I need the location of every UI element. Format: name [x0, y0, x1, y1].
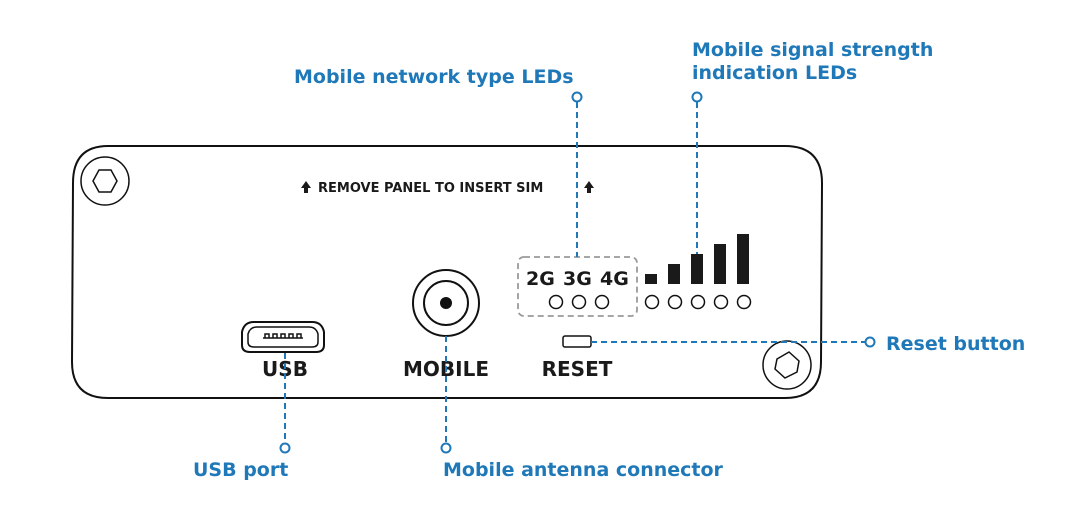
signal-led-3 [690, 294, 706, 310]
signal-led-2 [667, 294, 683, 310]
signal-bar-3 [691, 254, 703, 284]
sim-notice-text: REMOVE PANEL TO INSERT SIM [318, 181, 543, 196]
arrow-up-icon [301, 181, 311, 193]
reset-button[interactable] [562, 335, 592, 348]
network-led-4g [594, 294, 610, 310]
signal-bar-2 [668, 264, 680, 284]
signal-bar-4 [714, 244, 726, 284]
callout-signal-strength: Mobile signal strength indication LEDs [691, 39, 933, 254]
callout-signal-strength-line1: Mobile signal strength [692, 39, 933, 61]
network-type-4g: 4G [600, 268, 629, 290]
screw-bottom-right-icon [762, 340, 812, 390]
network-type-3g: 3G [563, 268, 592, 290]
panel-outline [70, 145, 824, 399]
callout-antenna: Mobile antenna connector [440, 336, 724, 481]
signal-bar-1 [645, 274, 657, 284]
callout-network-type: Mobile network type LEDs [294, 66, 583, 257]
usb-port-icon [241, 321, 325, 353]
callout-usb-port-text: USB port [193, 459, 288, 481]
arrow-up-icon [584, 181, 594, 193]
signal-led-4 [713, 294, 729, 310]
sim-notice: REMOVE PANEL TO INSERT SIM [301, 181, 594, 196]
network-led-2g [548, 294, 564, 310]
signal-strength-indicator [644, 234, 752, 310]
callout-network-type-text: Mobile network type LEDs [294, 66, 574, 88]
reset-label: RESET [542, 357, 613, 381]
callout-usb-port: USB port [193, 353, 291, 481]
callout-signal-strength-line2: indication LEDs [692, 62, 857, 84]
screw-top-left-icon [80, 156, 130, 206]
antenna-connector-icon [412, 269, 480, 337]
signal-led-5 [736, 294, 752, 310]
callout-reset-button: Reset button [591, 333, 1025, 355]
callout-antenna-text: Mobile antenna connector [443, 459, 724, 481]
signal-bar-5 [737, 234, 749, 284]
callout-reset-button-text: Reset button [886, 333, 1025, 355]
network-type-2g: 2G [526, 268, 555, 290]
signal-led-1 [644, 294, 660, 310]
network-led-3g [571, 294, 587, 310]
